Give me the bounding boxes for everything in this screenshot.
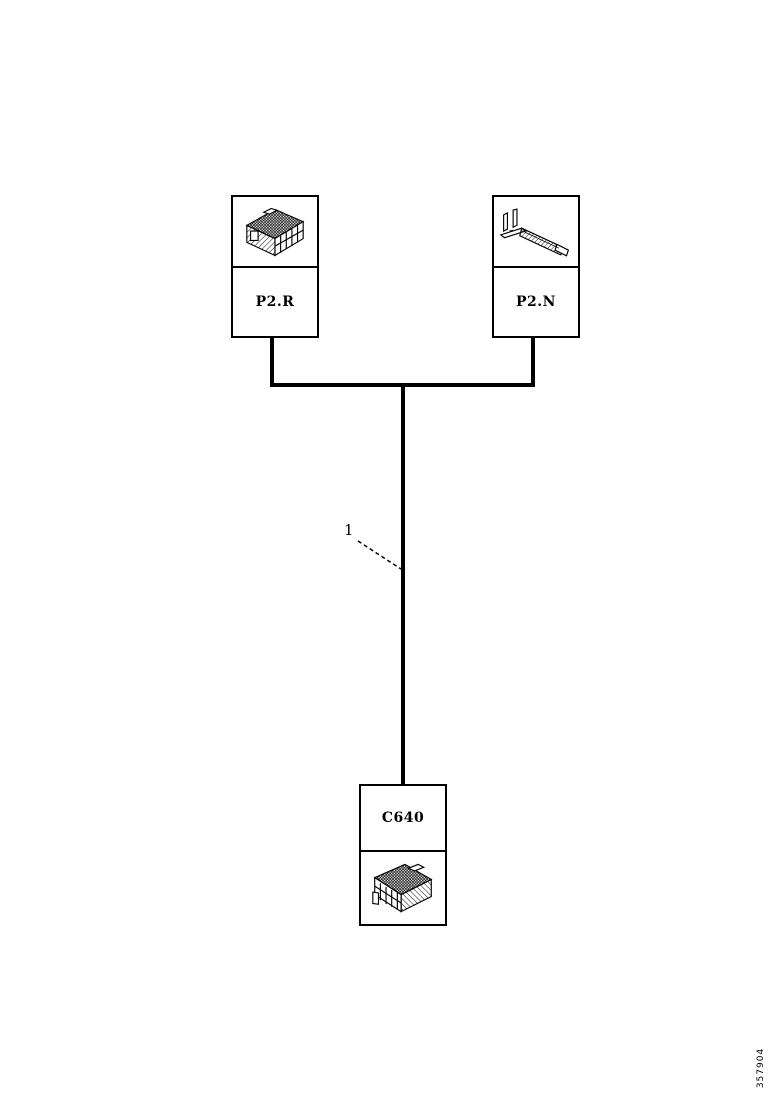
node-label-area-p2r: P2.R [233, 268, 317, 336]
node-label-area-p2n: P2.N [494, 268, 578, 336]
node-label-area-c640: C640 [361, 786, 445, 850]
connector-illustration-c640 [361, 850, 445, 924]
multi-pin-connector-icon [245, 207, 305, 256]
node-label-p2r: P2.R [255, 294, 295, 310]
node-box-c640[interactable]: C640 [359, 784, 447, 926]
connector-illustration-p2n [494, 197, 578, 268]
wire-p2r-drop [270, 336, 274, 385]
connector-illustration-p2r [233, 197, 317, 268]
wire-p2n-drop [531, 336, 535, 385]
callout-label: 1 [344, 521, 354, 539]
crimp-terminal-icon [499, 207, 570, 257]
node-label-c640: C640 [381, 810, 425, 826]
wire-main-run [401, 385, 405, 785]
node-box-p2n[interactable]: P2.N [492, 195, 580, 338]
multi-pin-connector-icon [372, 863, 433, 913]
figure-id: 357904 [756, 1047, 766, 1089]
node-label-p2n: P2.N [516, 294, 556, 310]
node-box-p2r[interactable]: P2.R [231, 195, 319, 338]
